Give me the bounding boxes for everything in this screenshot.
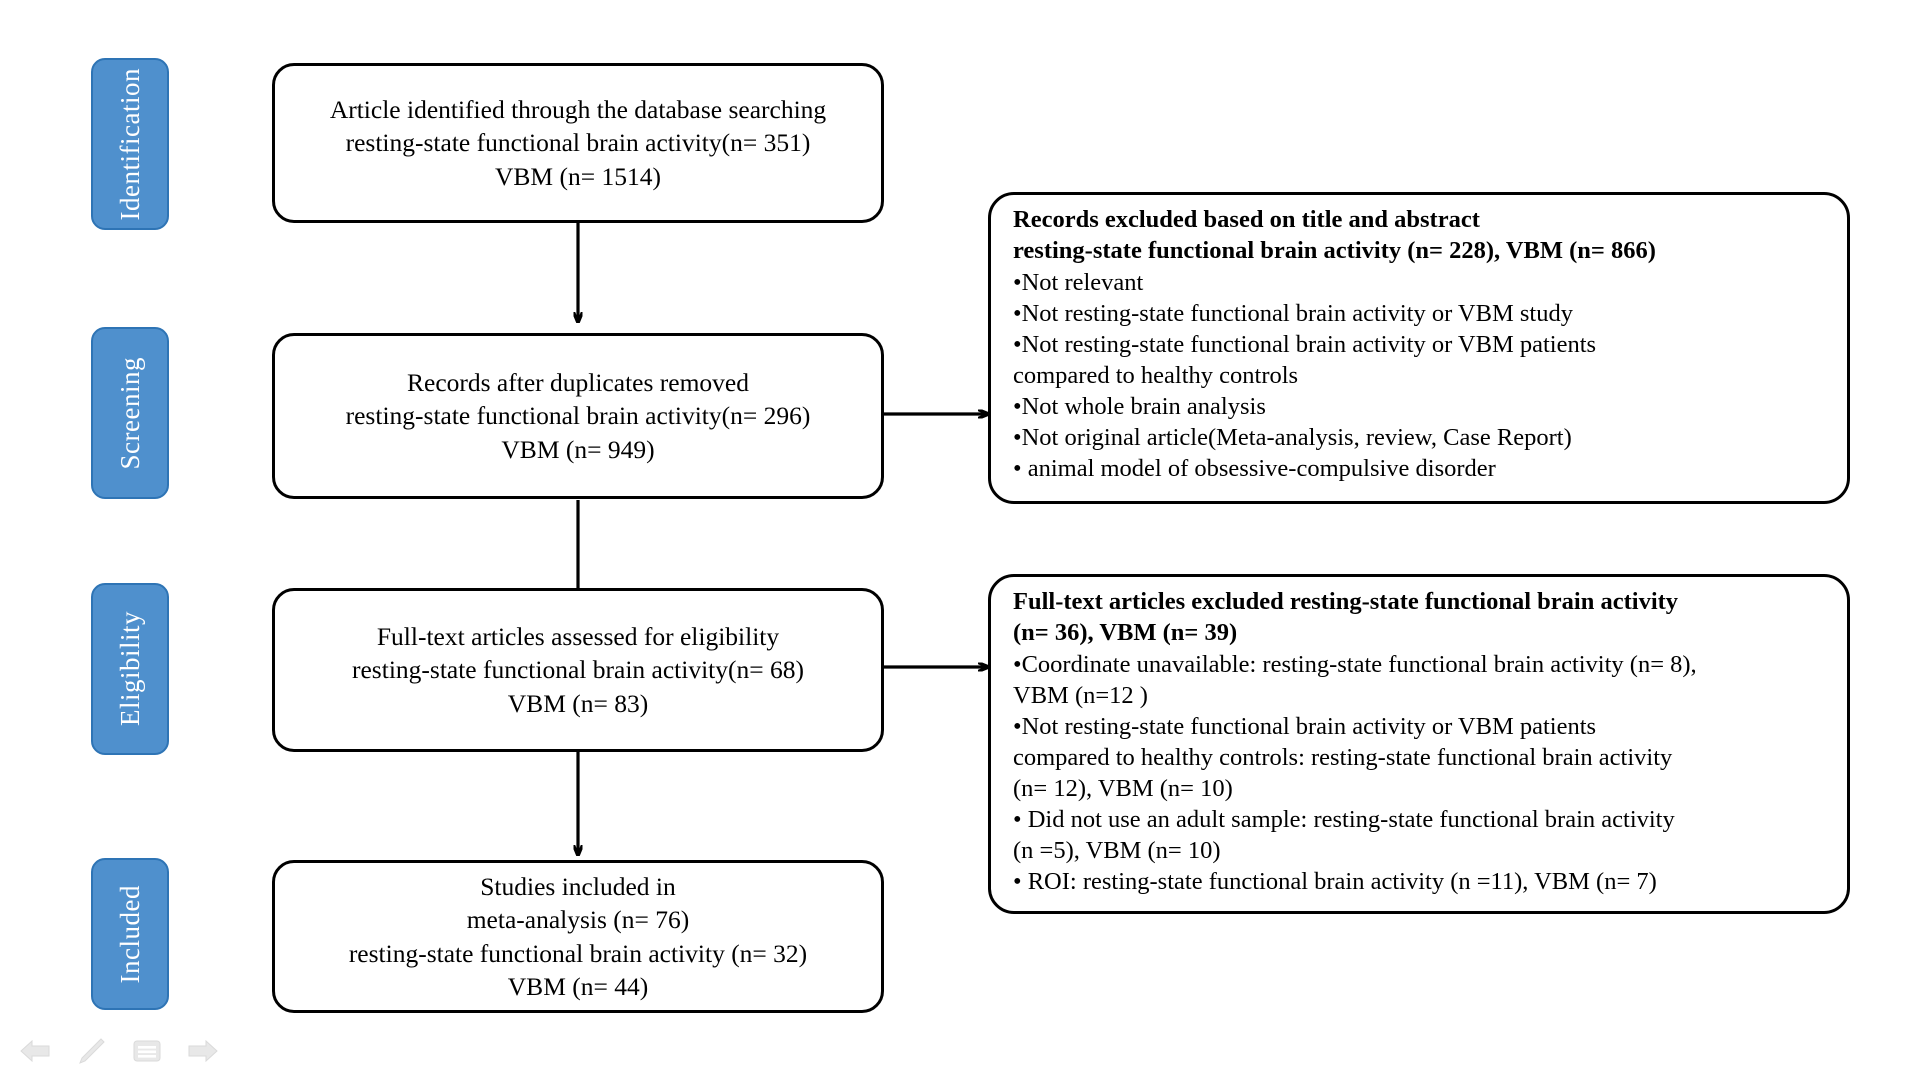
stage-label-identification: Identification — [91, 58, 169, 230]
bottom-toolbar — [18, 1030, 238, 1072]
included-box-text: Studies included in meta-analysis (n= 76… — [348, 872, 808, 1001]
eligibility-box: Full-text articles assessed for eligibil… — [272, 588, 884, 752]
stage-label-eligibility: Eligibility — [91, 583, 169, 755]
fulltext-excluded-heading: Full-text articles excluded resting-stat… — [1013, 588, 1679, 646]
stage-label-screening-text: Screening — [114, 356, 145, 470]
stage-label-eligibility-text: Eligibility — [114, 611, 145, 727]
records-excluded-body: •Not relevant •Not resting-state functio… — [1013, 268, 1597, 483]
pencil-icon[interactable] — [74, 1036, 108, 1066]
fulltext-excluded-box: Full-text articles excluded resting-stat… — [988, 574, 1850, 914]
included-box: Studies included in meta-analysis (n= 76… — [272, 860, 884, 1013]
eligibility-box-text: Full-text articles assessed for eligibil… — [352, 622, 804, 718]
identification-box-text: Article identified through the database … — [329, 95, 827, 191]
stage-label-included-text: Included — [114, 884, 145, 984]
lines-menu-icon[interactable] — [130, 1036, 164, 1066]
records-excluded-heading: Records excluded based on title and abst… — [1013, 206, 1656, 264]
back-arrow-icon[interactable] — [18, 1036, 52, 1066]
records-excluded-box: Records excluded based on title and abst… — [988, 192, 1850, 504]
fulltext-excluded-body: •Coordinate unavailable: resting-state f… — [1013, 650, 1697, 896]
forward-arrow-icon[interactable] — [186, 1036, 220, 1066]
screening-box: Records after duplicates removed resting… — [272, 333, 884, 499]
stage-label-included: Included — [91, 858, 169, 1010]
identification-box: Article identified through the database … — [272, 63, 884, 223]
screening-box-text: Records after duplicates removed resting… — [345, 368, 811, 464]
stage-label-screening: Screening — [91, 327, 169, 499]
stage-label-identification-text: Identification — [114, 67, 145, 221]
